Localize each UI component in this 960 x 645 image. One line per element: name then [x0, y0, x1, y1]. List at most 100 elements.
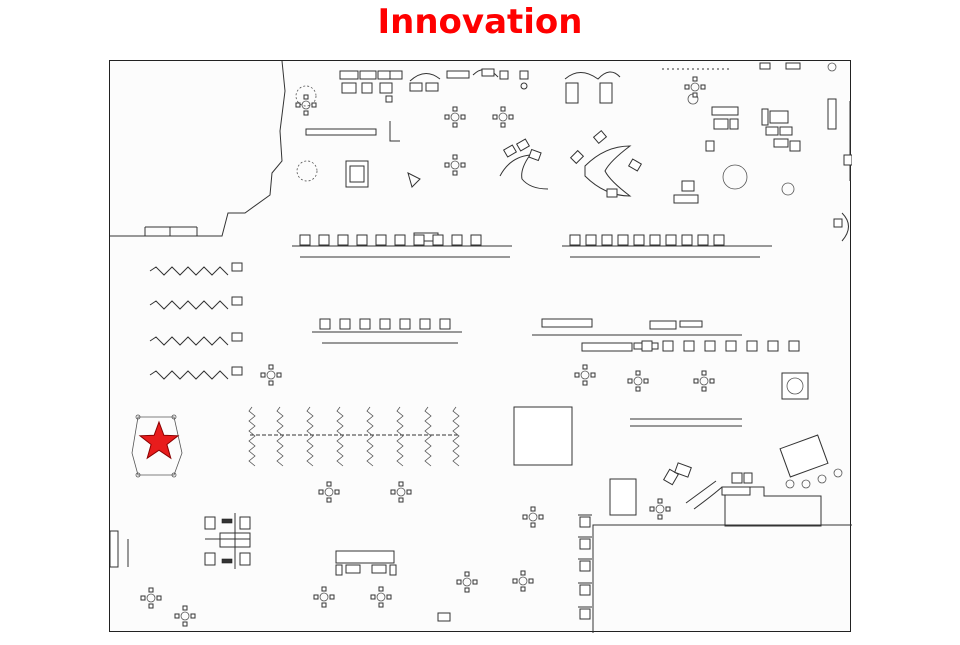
table-seat [140, 595, 146, 601]
star-icon [138, 420, 180, 460]
table-seat [530, 522, 536, 528]
table-seat [444, 114, 450, 120]
table-seat [460, 114, 466, 120]
map-title: Innovation [377, 2, 583, 42]
central-room [513, 406, 573, 466]
table-seat [472, 579, 478, 585]
table-seat [318, 489, 324, 495]
table-seat [464, 587, 470, 593]
table-seat [530, 506, 536, 512]
side-chair [579, 538, 591, 550]
desk-chair [356, 234, 368, 246]
table-seat [649, 506, 655, 512]
desk-chair [585, 234, 597, 246]
table-seat [326, 481, 332, 487]
table-seat [452, 170, 458, 176]
round-table [180, 611, 190, 621]
side-chair [579, 608, 591, 620]
table-seat [492, 114, 498, 120]
side-chair [579, 560, 591, 572]
right-seating [662, 372, 843, 510]
desk-chair [413, 234, 425, 246]
table-seat [460, 162, 466, 168]
floor-plan-drawing [110, 61, 852, 633]
desk-chair [318, 234, 330, 246]
table-seat [406, 489, 412, 495]
table-seat [508, 114, 514, 120]
round-table [580, 370, 590, 380]
desk-chair [704, 340, 716, 352]
table-seat [148, 603, 154, 609]
table-seat [665, 506, 671, 512]
zigzag-seat-row [149, 300, 229, 310]
round-table [396, 487, 406, 497]
partition-post [306, 406, 314, 467]
table-seat [522, 514, 528, 520]
table-seat [370, 594, 376, 600]
desk-chair [439, 318, 451, 330]
table-seat [693, 378, 699, 384]
desk-chair [337, 234, 349, 246]
round-table [699, 376, 709, 386]
desk-chair [767, 340, 779, 352]
desk-chair [569, 234, 581, 246]
table-seat [700, 84, 706, 90]
desk-chair [299, 234, 311, 246]
desk-chair [339, 318, 351, 330]
table-seat [657, 514, 663, 520]
table-seat [182, 605, 188, 611]
round-table [528, 512, 538, 522]
table-seat [582, 380, 588, 386]
table-seat [303, 110, 309, 116]
partition-post [276, 406, 284, 467]
round-table [655, 504, 665, 514]
desk-chair [788, 340, 800, 352]
workstation-cluster [204, 513, 251, 569]
partition-post [336, 406, 344, 467]
table-seat [190, 613, 196, 619]
table-seat [500, 106, 506, 112]
round-table [376, 592, 386, 602]
table-seat [378, 602, 384, 608]
table-seat [329, 594, 335, 600]
table-seat [635, 386, 641, 392]
table-seat [456, 579, 462, 585]
table-seat [528, 578, 534, 584]
desk-chair [725, 340, 737, 352]
zigzag-seating [149, 262, 243, 380]
desk-rows [292, 232, 772, 427]
table-seat [398, 497, 404, 503]
round-table [690, 82, 700, 92]
desk-chair [394, 234, 406, 246]
table-seat [311, 102, 317, 108]
table-seat [326, 497, 332, 503]
table-seat [590, 372, 596, 378]
round-table [146, 593, 156, 603]
desk-chair [617, 234, 629, 246]
round-table [498, 112, 508, 122]
desk-chair [633, 234, 645, 246]
round-table [450, 112, 460, 122]
table-seat [390, 489, 396, 495]
end-seat [231, 332, 243, 342]
table-seat [520, 570, 526, 576]
table-seat [313, 594, 319, 600]
location-marker [131, 414, 183, 478]
round-table [324, 487, 334, 497]
round-table [462, 577, 472, 587]
desk-chair [319, 318, 331, 330]
table-seat [512, 578, 518, 584]
table-seat [701, 386, 707, 392]
table-seat [452, 154, 458, 160]
round-table [633, 376, 643, 386]
table-seat [635, 370, 641, 376]
round-table [319, 592, 329, 602]
table-groups [140, 76, 715, 627]
desk-chair [470, 234, 482, 246]
table-seat [500, 122, 506, 128]
wall-outlines [110, 61, 852, 633]
table-seat [386, 594, 392, 600]
zigzag-seat-row [149, 266, 229, 276]
center-top-furniture [499, 130, 643, 198]
table-seat [684, 84, 690, 90]
